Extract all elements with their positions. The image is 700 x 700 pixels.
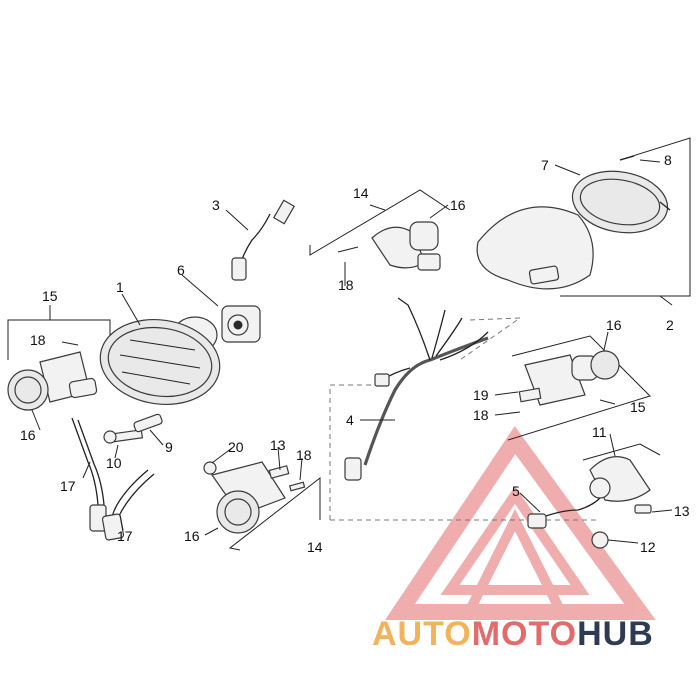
group-bracket-14-top (309, 189, 451, 256)
bolt-10 (103, 429, 144, 444)
callout-18-bottom: 18 (296, 447, 312, 463)
callout-8: 8 (664, 152, 672, 168)
callout-16-right: 16 (606, 317, 622, 333)
bulb-12 (591, 531, 609, 549)
watermark-part1: AUTO (372, 615, 472, 653)
callout-10: 10 (106, 455, 122, 471)
group-bracket-15-left (7, 305, 111, 360)
bulb-socket (221, 305, 261, 343)
callout-14-bottom: 14 (307, 539, 323, 555)
callout-3: 3 (212, 197, 220, 213)
spacer-9 (133, 413, 163, 433)
callout-13-top: 13 (270, 437, 286, 453)
callout-12: 12 (640, 539, 656, 555)
callout-1: 1 (116, 279, 124, 295)
callout-19: 19 (473, 387, 489, 403)
callout-13-right: 13 (674, 503, 690, 519)
tail-light-lens (571, 170, 669, 234)
callout-15-left: 15 (42, 288, 58, 304)
callout-6: 6 (177, 262, 185, 278)
watermark-part2: MOTO (471, 615, 578, 653)
callout-18-right: 18 (473, 407, 489, 423)
headlight-assembly (99, 316, 221, 406)
callout-2: 2 (666, 317, 674, 333)
callout-17-right: 17 (117, 528, 133, 544)
screws-8 (619, 155, 671, 211)
bottom-turn-signal (203, 461, 306, 534)
callout-5: 5 (512, 483, 520, 499)
group-bracket-14-bottom (228, 476, 321, 551)
headlight-connector (231, 199, 296, 281)
callout-9: 9 (165, 439, 173, 455)
callout-17-left: 17 (60, 478, 76, 494)
leader-lines (31, 159, 673, 544)
callout-18-left: 18 (30, 332, 46, 348)
callout-16-bottom: 16 (184, 528, 200, 544)
callout-20: 20 (228, 439, 244, 455)
turn-signal-wires-17 (71, 417, 155, 541)
callout-15-right: 15 (630, 399, 646, 415)
callout-7: 7 (541, 157, 549, 173)
license-plate-light (589, 456, 652, 514)
main-wiring-harness (344, 297, 489, 481)
callout-labels: 1 2 3 4 5 6 7 8 9 10 11 12 13 13 14 14 1… (20, 152, 690, 555)
right-turn-signal (518, 350, 620, 406)
rear-light-cover (476, 206, 594, 290)
license-light-wire (527, 497, 601, 529)
top-turn-signal (337, 221, 441, 271)
callout-4: 4 (346, 412, 354, 428)
callout-18-top: 18 (338, 277, 354, 293)
wiring-harness-frame (329, 317, 600, 521)
callout-11: 11 (592, 424, 607, 440)
watermark-text: AUTOMOTOHUB (372, 615, 700, 655)
callout-16-left: 16 (20, 427, 36, 443)
callout-14-top: 14 (353, 185, 369, 201)
group-bracket-2 (560, 137, 691, 306)
group-bracket-15-right (507, 335, 651, 441)
group-bracket-11 (582, 443, 661, 461)
left-front-turn-signal (7, 351, 98, 411)
callout-16-top: 16 (450, 197, 466, 213)
watermark-part3: HUB (577, 615, 654, 653)
